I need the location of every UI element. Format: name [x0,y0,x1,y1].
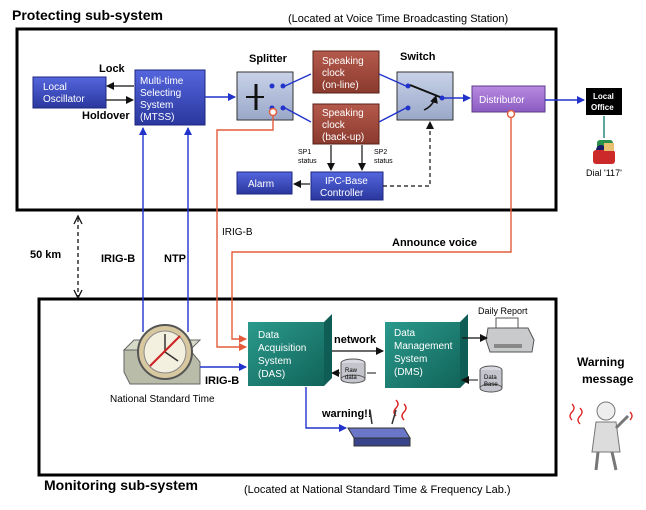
raw-data-database-icon: Raw data [340,358,366,384]
svg-text:clock: clock [322,120,346,131]
svg-text:Oscillator: Oscillator [43,94,85,105]
svg-text:(DMS): (DMS) [394,367,423,378]
database-icon: Data Base [479,365,503,393]
svg-text:(back-up): (back-up) [322,132,364,143]
protecting-location: (Located at Voice Time Broadcasting Stat… [288,13,508,25]
protecting-frame [15,27,558,212]
online-to-switch-line [378,73,407,87]
svg-text:Data: Data [258,330,280,341]
svg-text:(on-line): (on-line) [322,80,359,91]
svg-text:Speaking: Speaking [322,56,364,67]
svg-text:Data: Data [484,375,497,381]
nst-irig-b-label: IRIG-B [205,375,239,387]
warning-message-line2: message [582,372,634,386]
das-box: Data Acquisition System (DAS) [248,314,332,386]
svg-text:Base: Base [484,382,498,388]
monitoring-location: (Located at National Standard Time & Fre… [244,484,511,496]
holdover-label: Holdover [82,110,130,122]
warning-line [305,387,347,432]
svg-text:(DAS): (DAS) [258,369,285,380]
warning-label: warning!! [321,408,372,420]
announce-voice-line [231,116,512,343]
sp2-status-label: SP2 [374,149,387,156]
irig-b-red-line [216,112,274,351]
svg-text:Data: Data [394,328,416,339]
protecting-title: Protecting sub-system [12,7,163,23]
splitter-to-online-line [284,73,312,87]
mtss-box: Multi-time Selecting System (MTSS) [134,69,206,126]
svg-text:Acquisition: Acquisition [258,343,306,354]
dial-label: Dial '117' [586,168,622,178]
alarm-box: Alarm [236,171,293,195]
national-standard-time-label: National Standard Time [110,394,215,405]
sp1-status-label: SP1 [298,149,311,156]
svg-text:System: System [394,354,427,365]
lock-label: Lock [99,63,126,75]
splitter-to-backup-line [284,107,312,123]
person-receiving-warning-icon [591,401,630,471]
svg-text:System: System [140,100,173,111]
svg-text:Office: Office [591,103,614,112]
distributor-box: Distributor [471,85,546,113]
ipc-to-switch-dashed [383,121,434,187]
svg-text:Distributor: Distributor [479,95,525,106]
local-oscillator-box: Local Oscillator [32,76,107,109]
irig-b-red-label: IRIG-B [222,227,253,238]
irig-b-label: IRIG-B [101,253,135,265]
speaking-clock-online-box: Speaking clock (on-line) [312,50,380,94]
warning-alert-icon [569,403,633,425]
svg-text:Raw: Raw [345,368,358,374]
atomic-clock-icon [122,324,202,385]
svg-text:clock: clock [322,68,346,79]
svg-text:Alarm: Alarm [248,179,274,190]
ntp-label: NTP [164,253,186,265]
monitoring-title: Monitoring sub-system [44,477,198,493]
local-office-box: Local Office [586,88,622,115]
backup-to-switch-line [378,107,407,123]
svg-text:Local: Local [593,92,614,101]
speaking-clock-backup-box: Speaking clock (back-up) [312,103,380,145]
announce-voice-label: Announce voice [392,237,477,249]
wireless-router-icon [347,409,411,447]
svg-text:Controller: Controller [320,188,364,199]
svg-text:status: status [298,158,317,165]
dms-box: Data Management System (DMS) [385,314,468,388]
svg-text:IPC-Base: IPC-Base [325,176,368,187]
svg-text:status: status [374,158,393,165]
svg-text:System: System [258,356,291,367]
printer-icon [485,317,535,353]
splitter-box [236,71,294,121]
svg-text:Multi-time: Multi-time [140,76,184,87]
svg-text:Local: Local [43,82,67,93]
svg-text:(MTSS): (MTSS) [140,112,174,123]
network-label: network [334,334,377,346]
daily-report-label: Daily Report [478,306,528,316]
svg-text:Management: Management [394,341,453,352]
monitoring-frame [37,297,558,477]
switch-box [396,71,454,121]
svg-text:Selecting: Selecting [140,88,181,99]
svg-text:Speaking: Speaking [322,108,364,119]
svg-text:data: data [345,375,357,381]
splitter-label: Splitter [249,53,288,65]
warning-message-line1: Warning [577,355,625,369]
phone-user-icon [593,140,615,164]
switch-label: Switch [400,51,436,63]
distance-label: 50 km [30,249,61,261]
ipc-controller-box: IPC-Base Controller [310,171,384,201]
